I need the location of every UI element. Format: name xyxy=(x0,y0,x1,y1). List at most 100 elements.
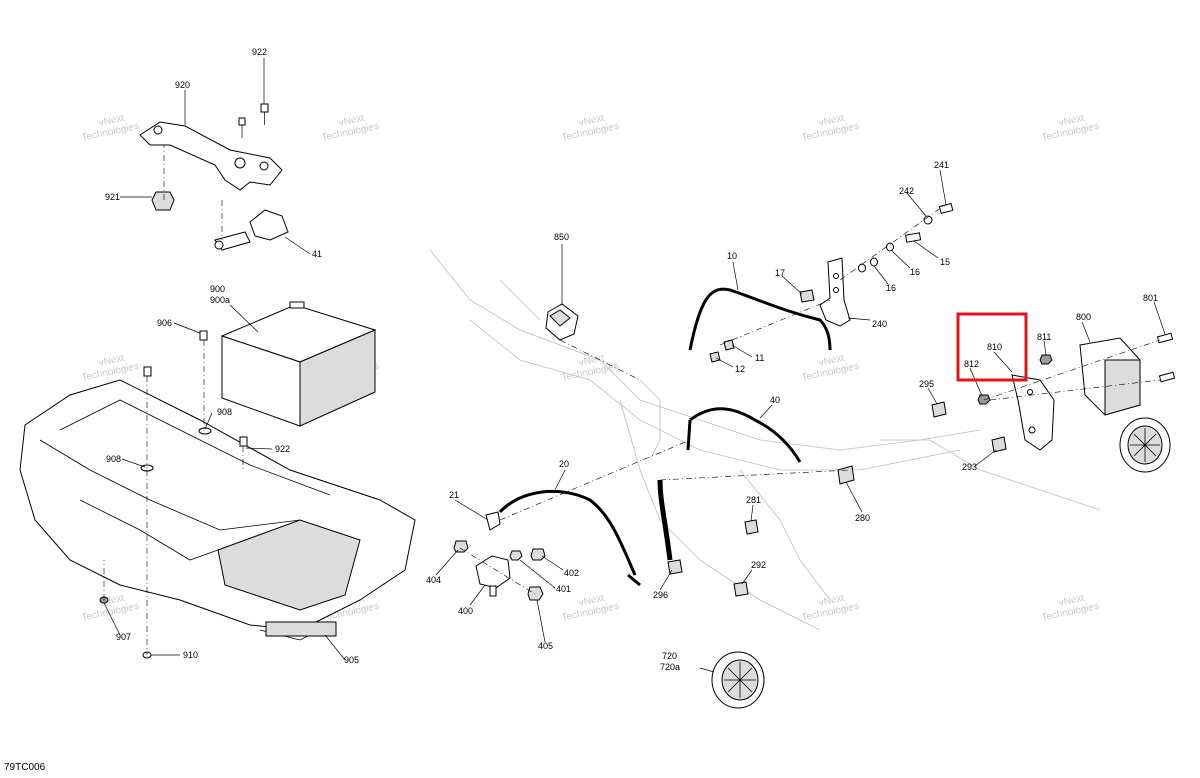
highlight-box xyxy=(956,312,1028,382)
callout-405: 405 xyxy=(538,641,553,651)
leader-lines xyxy=(103,58,1166,673)
bolt-801[interactable] xyxy=(1156,332,1176,383)
callout-16-upper: 16 xyxy=(910,267,920,277)
watermark: vNext xyxy=(338,113,366,129)
clip-292[interactable] xyxy=(733,581,749,597)
callout-920: 920 xyxy=(175,80,190,90)
headlight-right[interactable] xyxy=(1119,417,1171,473)
callout-242: 242 xyxy=(899,186,914,196)
callout-296: 296 xyxy=(653,590,668,600)
callout-850: 850 xyxy=(554,232,569,242)
bracket-240[interactable] xyxy=(819,257,851,327)
terminal-cover-41[interactable] xyxy=(214,209,289,251)
battery-tray[interactable] xyxy=(19,379,416,641)
callout-720: 720 xyxy=(662,651,677,661)
bolt-920-small[interactable] xyxy=(238,117,246,138)
headlight-left-720[interactable] xyxy=(711,651,765,709)
cable-10[interactable] xyxy=(688,287,832,351)
nut-404[interactable] xyxy=(453,540,469,553)
callout-40: 40 xyxy=(770,395,780,405)
callout-10: 10 xyxy=(727,251,737,261)
callout-labels: 922 920 921 41 900 900a 906 908 908 922 … xyxy=(105,47,1158,672)
callout-16-lower: 16 xyxy=(886,283,896,293)
callout-280: 280 xyxy=(855,513,870,523)
clip-17[interactable] xyxy=(799,289,815,303)
watermark: vNext xyxy=(98,113,126,129)
solenoid-400[interactable] xyxy=(475,555,511,597)
bolt-922-top[interactable] xyxy=(260,103,269,125)
assembly-guide-lines xyxy=(459,204,1161,595)
callout-401: 401 xyxy=(556,584,571,594)
washer-242[interactable] xyxy=(923,215,933,225)
callout-404: 404 xyxy=(426,575,441,585)
callout-906: 906 xyxy=(157,318,172,328)
callout-720a: 720a xyxy=(660,662,680,672)
callout-41: 41 xyxy=(312,249,322,259)
callout-907: 907 xyxy=(116,632,131,642)
callout-800: 800 xyxy=(1076,312,1091,322)
bolt-922-lower[interactable] xyxy=(239,436,248,447)
clip-281[interactable] xyxy=(744,519,759,535)
clip-293[interactable] xyxy=(991,436,1007,453)
bolt-906[interactable] xyxy=(143,330,208,377)
nut-812[interactable] xyxy=(977,394,991,405)
callout-240: 240 xyxy=(872,319,887,329)
bolt-15[interactable] xyxy=(905,232,922,243)
watermark: vNext xyxy=(1058,593,1086,609)
callout-922-top: 922 xyxy=(252,47,267,57)
callout-908-right: 908 xyxy=(217,407,232,417)
bolt-241[interactable] xyxy=(938,202,954,215)
nut-401[interactable] xyxy=(509,550,523,561)
watermark: vNext xyxy=(578,353,606,369)
callout-402: 402 xyxy=(564,568,579,578)
fuse-holder-850[interactable] xyxy=(545,303,579,341)
callout-21: 21 xyxy=(449,490,459,500)
connector-12[interactable] xyxy=(709,351,721,363)
tray-guide-lines xyxy=(103,145,244,655)
callout-910: 910 xyxy=(183,650,198,660)
clip-295[interactable] xyxy=(931,401,947,418)
cable-40[interactable] xyxy=(686,407,802,463)
callout-292: 292 xyxy=(751,560,766,570)
cable-20[interactable] xyxy=(498,489,641,587)
clip-296[interactable] xyxy=(667,559,683,575)
watermark: vNext xyxy=(98,353,126,369)
nut-405[interactable] xyxy=(527,586,544,601)
callout-293: 293 xyxy=(962,462,977,472)
callout-900a: 900a xyxy=(210,295,230,305)
nut-402[interactable] xyxy=(530,548,546,561)
callout-241: 241 xyxy=(934,160,949,170)
figure-code: 79TC006 xyxy=(4,762,46,773)
callout-281: 281 xyxy=(746,495,761,505)
callout-900: 900 xyxy=(210,284,225,294)
battery-hold-down-bracket[interactable] xyxy=(139,121,283,191)
connector-11[interactable] xyxy=(723,339,735,351)
watermark: vNext xyxy=(1058,113,1086,129)
cable-20-battery-lead[interactable] xyxy=(657,479,673,561)
washers-16[interactable] xyxy=(858,242,894,273)
callout-921: 921 xyxy=(105,192,120,202)
callout-908-left: 908 xyxy=(106,454,121,464)
washer-908-right[interactable] xyxy=(198,427,212,435)
callout-400: 400 xyxy=(458,606,473,616)
callout-905: 905 xyxy=(344,655,359,665)
bracket-810[interactable] xyxy=(1011,374,1055,451)
watermark: vNext xyxy=(578,113,606,129)
cable-21-end[interactable] xyxy=(485,511,501,531)
nut-811[interactable] xyxy=(1039,354,1053,365)
callout-811: 811 xyxy=(1037,332,1051,342)
watermark: vNext xyxy=(578,593,606,609)
watermark: vNext xyxy=(818,353,846,369)
nut-921[interactable] xyxy=(151,191,175,211)
battery[interactable] xyxy=(220,301,377,427)
module-800[interactable] xyxy=(1079,337,1141,416)
callout-922-lower: 922 xyxy=(275,444,290,454)
clip-280[interactable] xyxy=(837,465,855,485)
callout-810: 810 xyxy=(987,342,1002,352)
callout-812: 812 xyxy=(964,359,979,369)
callout-12: 12 xyxy=(735,364,745,374)
callout-15: 15 xyxy=(940,257,950,267)
callout-11: 11 xyxy=(755,353,764,363)
callout-20: 20 xyxy=(559,459,569,469)
